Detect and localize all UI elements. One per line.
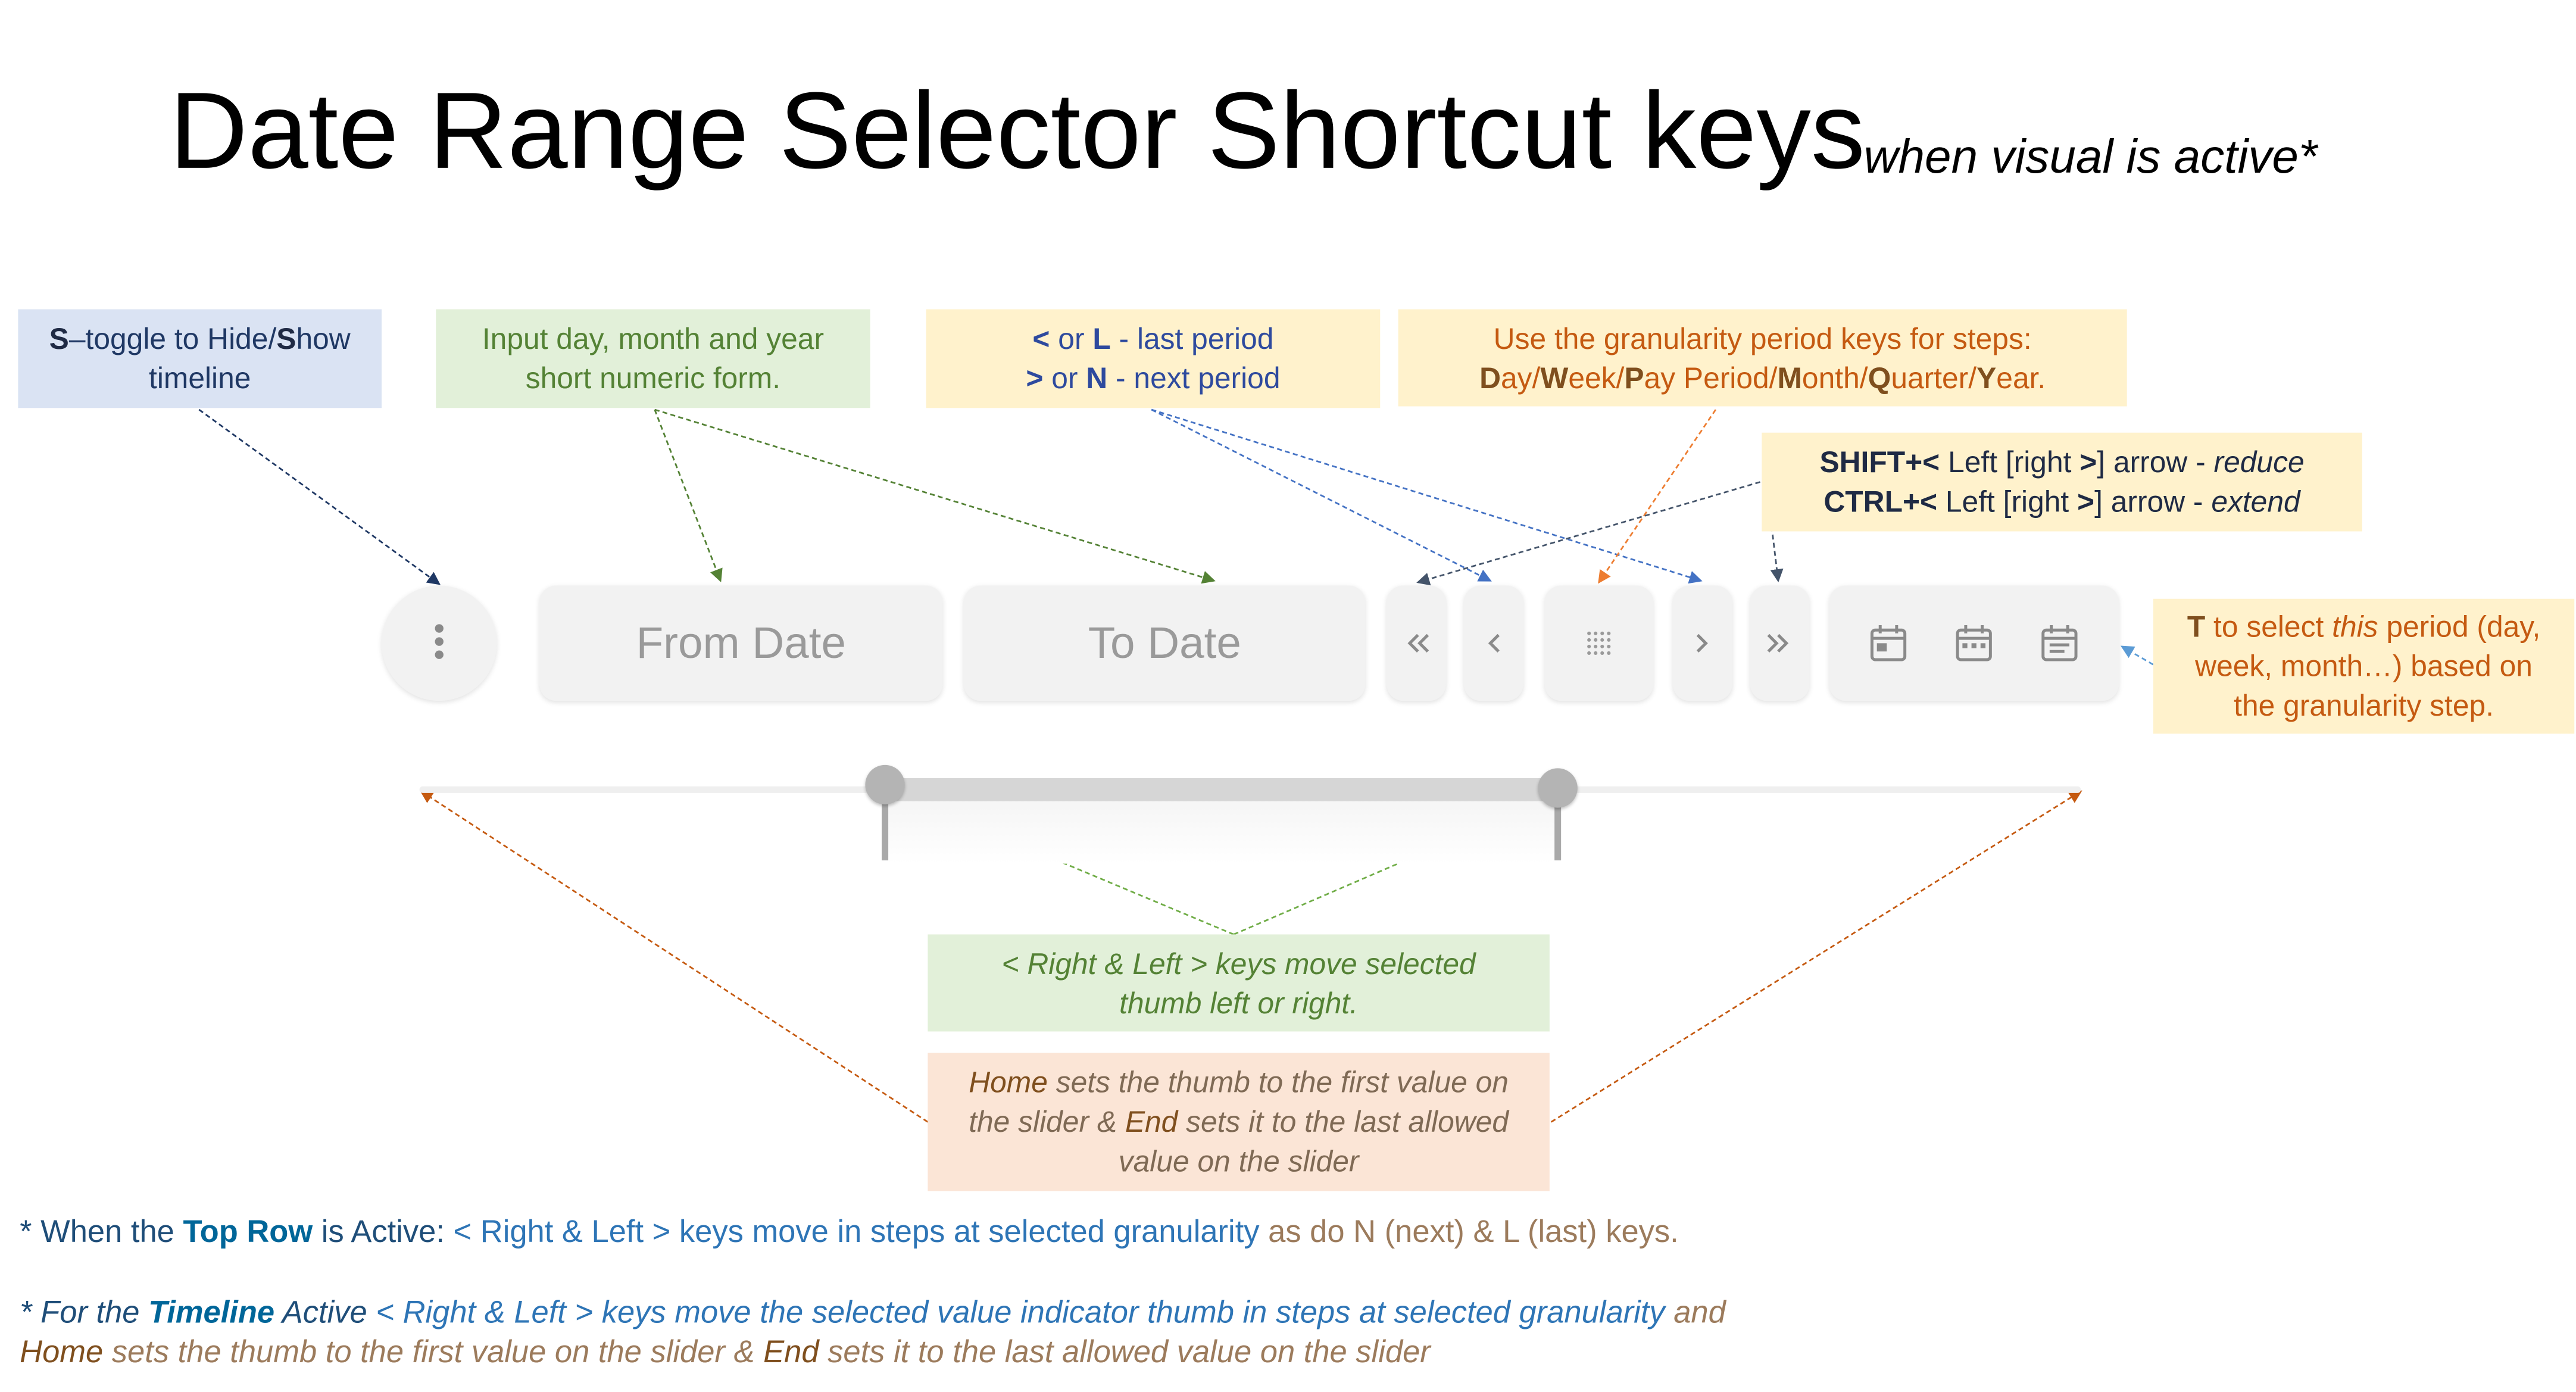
previous-period-button[interactable] xyxy=(1464,585,1523,701)
next-period-button[interactable] xyxy=(1673,585,1732,701)
to-date-input[interactable] xyxy=(964,585,1366,701)
callout-toggle-timeline: S–toggle to Hide/Show timeline xyxy=(18,309,382,408)
chevron-left-icon xyxy=(1488,633,1500,653)
callout-this-period: T to select this period (day, week, mont… xyxy=(2153,598,2575,734)
double-chevron-right-icon xyxy=(1767,633,1789,653)
callout-granularity-keys: Use the granularity period keys for step… xyxy=(1398,309,2127,407)
last-period-button[interactable] xyxy=(1750,585,1810,701)
callout-shift-ctrl-keys: SHIFT+< Left [right >] arrow - reduce CT… xyxy=(1762,432,2362,532)
first-period-button[interactable] xyxy=(1387,585,1446,701)
callout-input-dates: Input day, month and year short numeric … xyxy=(436,309,870,408)
callout-last-next-period: < or L - last period > or N - next perio… xyxy=(926,309,1381,408)
calendar-icon[interactable] xyxy=(1864,619,1913,668)
calendar-dots-icon[interactable] xyxy=(1949,619,1999,668)
timeline-slider[interactable] xyxy=(419,748,2081,880)
footnote-timeline: * For the Timeline Active < Right & Left… xyxy=(20,1296,1726,1371)
calendar-buttons-group xyxy=(1829,585,2119,701)
dot-grid-icon xyxy=(1587,631,1611,655)
thumb-stem xyxy=(881,784,888,861)
slider-selected-range xyxy=(884,778,1558,801)
callout-home-end: Home sets the thumb to the first value o… xyxy=(928,1053,1550,1191)
callout-thumb-keys: < Right & Left > keys move selected thum… xyxy=(928,934,1550,1032)
more-vertical-icon xyxy=(435,624,444,659)
page-subtitle: when visual is active* xyxy=(1863,132,2318,185)
thumb-knob xyxy=(1538,768,1578,808)
chevron-right-icon xyxy=(1696,633,1708,653)
thumb-knob xyxy=(864,764,905,805)
granularity-button[interactable] xyxy=(1544,585,1653,701)
from-date-input[interactable] xyxy=(539,585,943,701)
more-options-button[interactable] xyxy=(382,585,497,701)
slider-selected-area xyxy=(884,792,1558,864)
thumb-stem xyxy=(1554,788,1561,861)
page-title: Date Range Selector Shortcut keys xyxy=(169,69,1866,191)
calendar-lines-icon[interactable] xyxy=(2035,619,2084,668)
slider-end-thumb[interactable] xyxy=(1538,768,1578,867)
footnote-top-row: * When the Top Row is Active: < Right & … xyxy=(20,1215,1679,1250)
double-chevron-left-icon xyxy=(1407,633,1429,653)
slider-start-thumb[interactable] xyxy=(864,764,905,867)
